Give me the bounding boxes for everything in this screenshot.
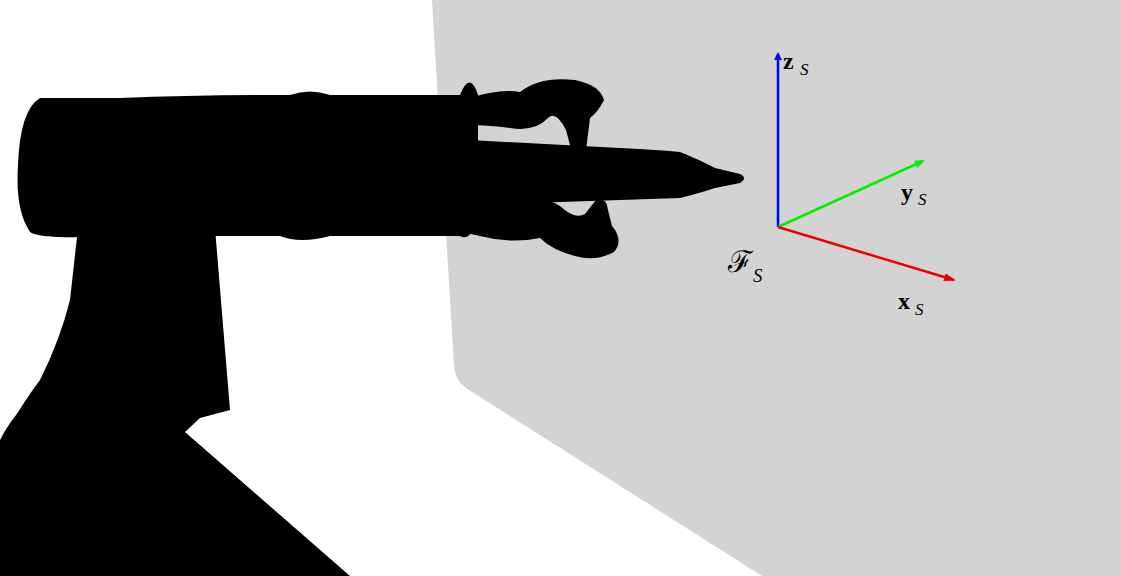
- axis-symbol: y: [901, 180, 913, 204]
- axis-symbol: x: [898, 289, 910, 313]
- axis-subscript: S: [800, 61, 809, 78]
- robot-forearm: [18, 83, 479, 241]
- robot-lower-arm: [0, 228, 350, 576]
- axis-symbol: z: [783, 49, 794, 73]
- y-axis-arrow: [778, 161, 923, 227]
- frame-subscript: S: [753, 266, 763, 285]
- z-axis-arrow: [777, 54, 780, 227]
- robot-upper-finger: [462, 79, 604, 160]
- axis-subscript: S: [918, 191, 927, 208]
- axis-subscript: S: [915, 301, 924, 318]
- x-axis-arrow: [778, 227, 954, 280]
- robot-elbow: [0, 378, 157, 508]
- wall-plane: [432, 0, 1121, 576]
- robot-tool: [470, 140, 744, 205]
- robot-lower-finger: [462, 198, 619, 258]
- frame-symbol: ℱ: [728, 247, 753, 277]
